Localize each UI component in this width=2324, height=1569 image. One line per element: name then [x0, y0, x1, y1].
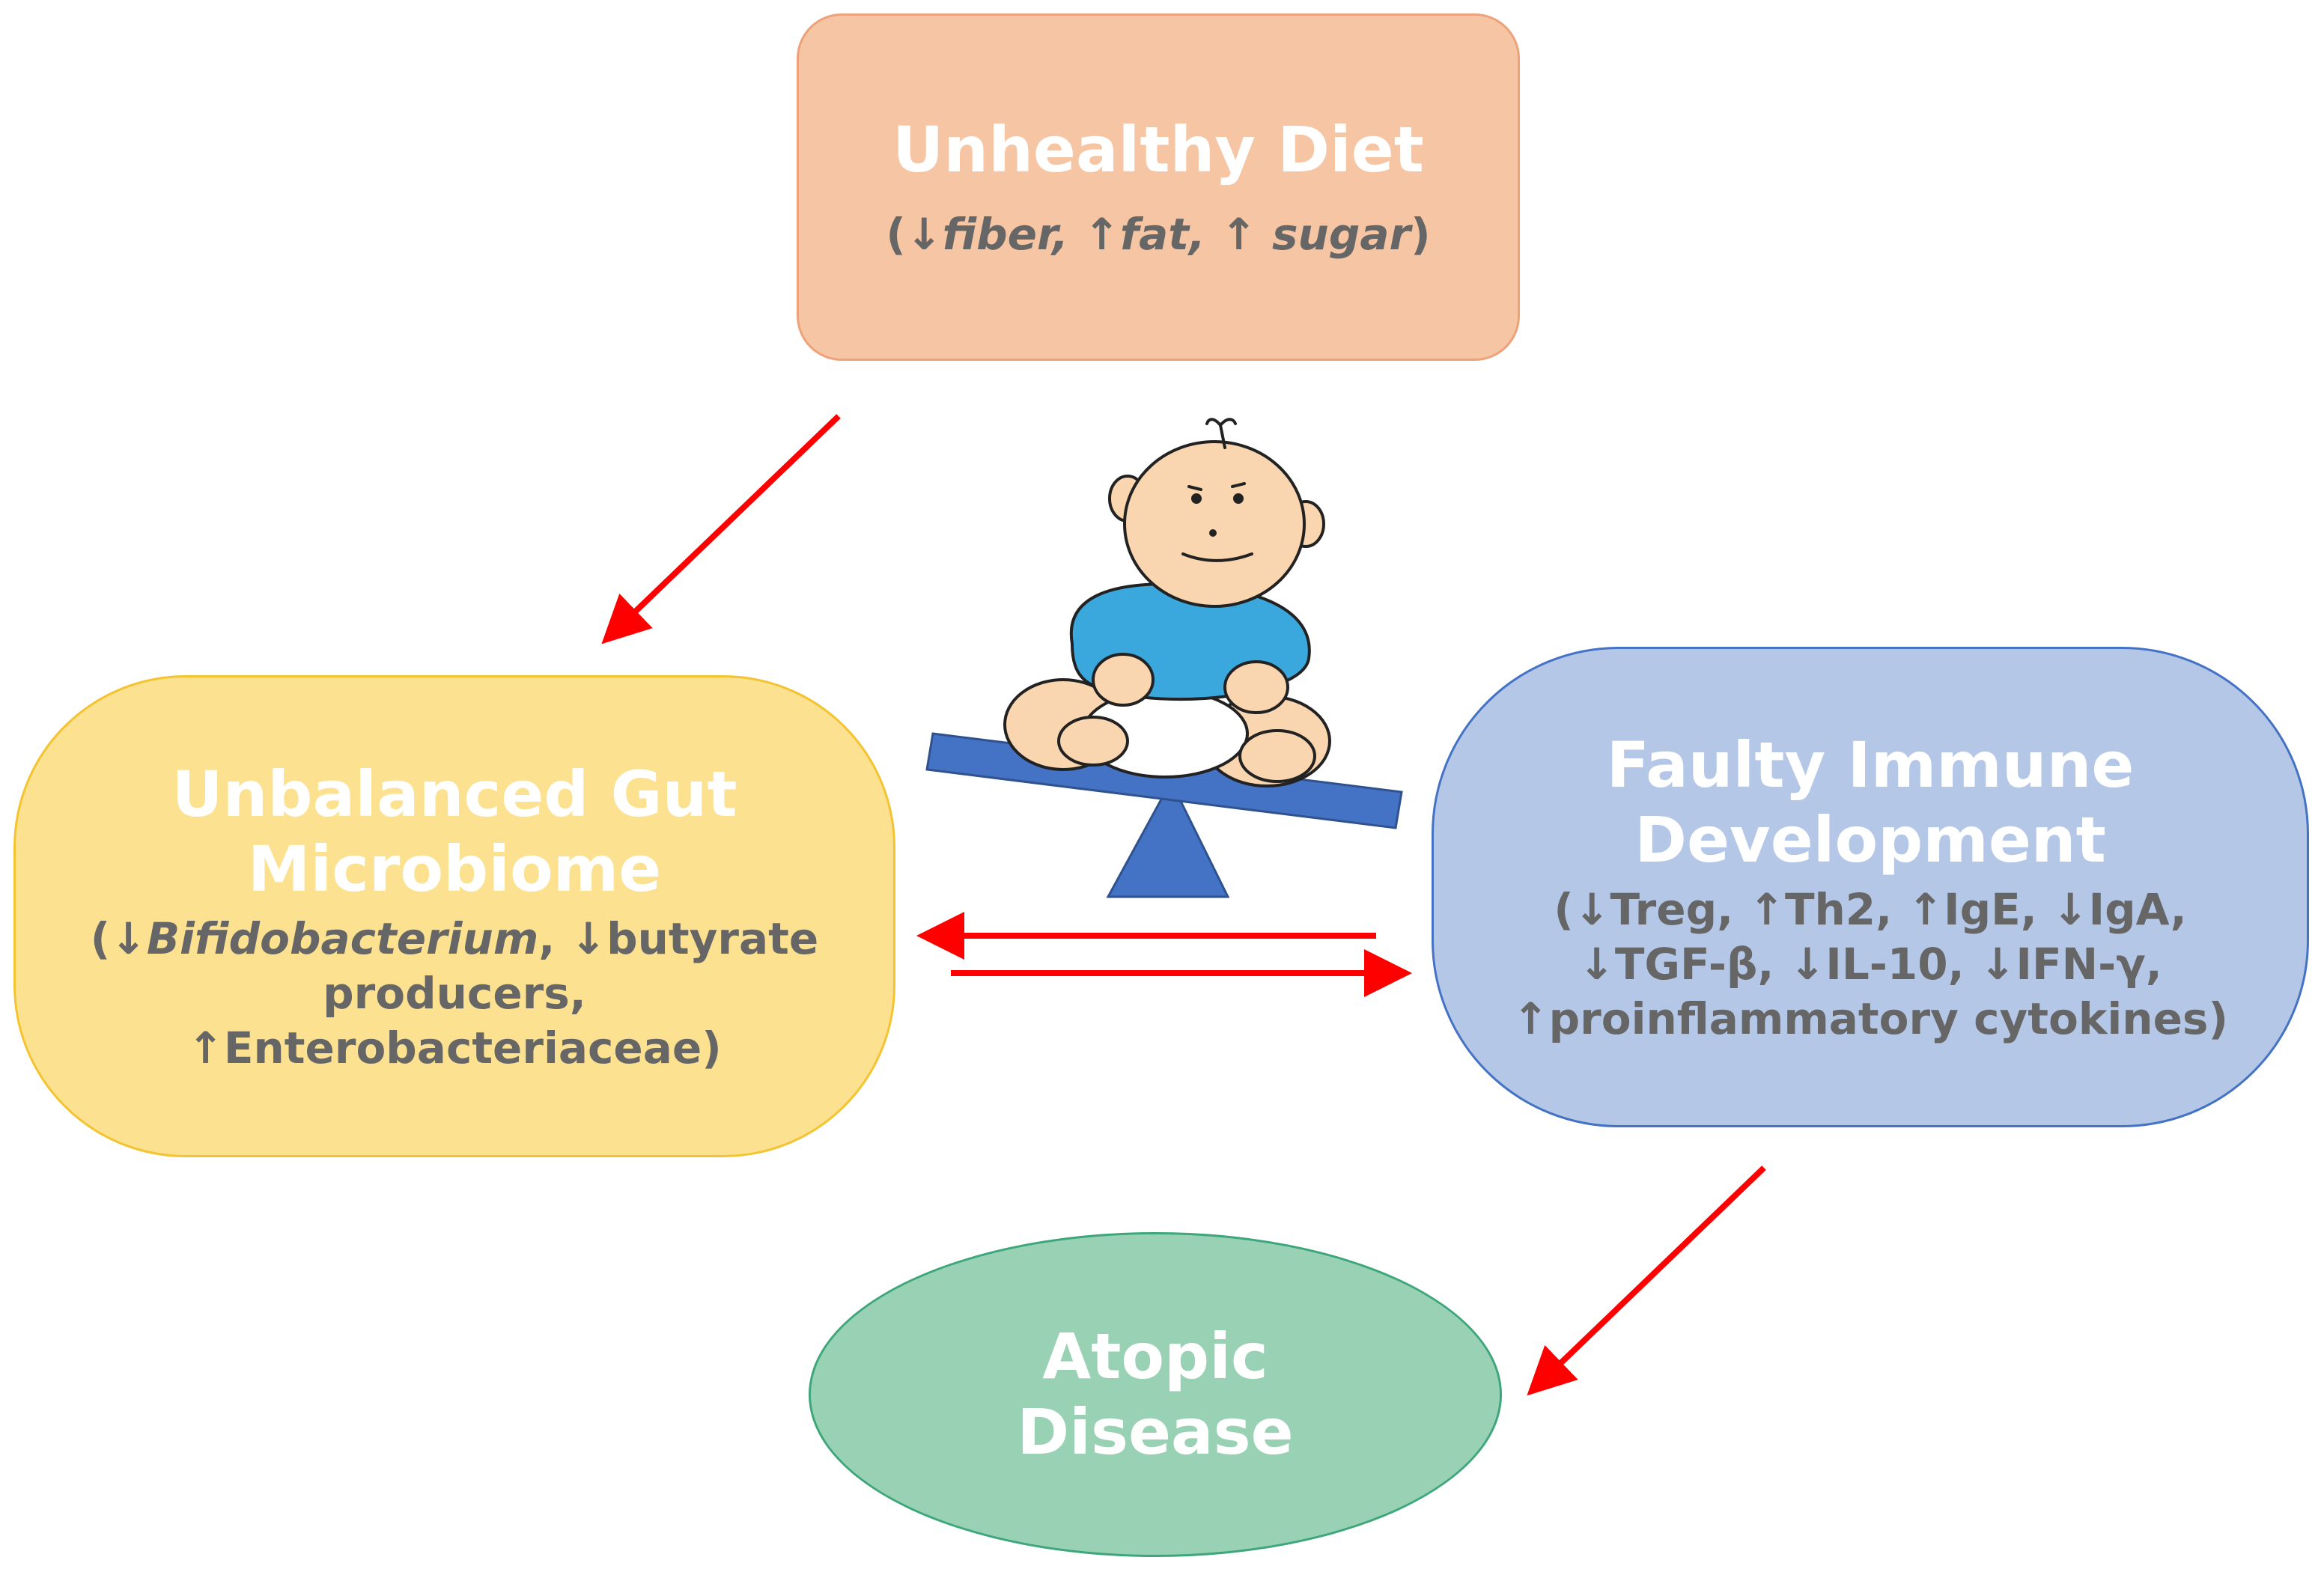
node-title: Unbalanced Gut Microbiome [171, 757, 737, 908]
baby-icon [1003, 418, 1331, 787]
node-faulty-immune-development: Faulty Immune Development (↓Treg, ↑Th2, … [1432, 647, 2309, 1127]
node-detail: (↓fiber, ↑fat, ↑ sugar) [886, 207, 1430, 262]
detail-part: ↑ [1068, 208, 1120, 260]
node-title: Faulty Immune Development [1607, 728, 2135, 879]
node-title-line: Unbalanced Gut [171, 757, 737, 831]
detail-part: fiber, [942, 208, 1069, 260]
node-title-line: Atopic [1042, 1320, 1268, 1394]
detail-part: ) [1411, 208, 1431, 260]
detail-part: ↑ [1205, 208, 1273, 260]
arrow-diet-to-gut [601, 414, 841, 645]
node-detail-line: (↓Bifidobacterium, ↓butyrate [91, 912, 819, 966]
detail-italic: Bifidobacterium [146, 913, 539, 965]
node-atopic-disease: Atopic Disease [809, 1232, 1502, 1557]
detail-part: fat, [1119, 208, 1206, 260]
node-title-line: Faulty Immune [1606, 728, 2135, 802]
node-title-line: Disease [1017, 1395, 1294, 1469]
node-title-line: Development [1634, 803, 2106, 877]
node-unhealthy-diet: Unhealthy Diet (↓fiber, ↑fat, ↑ sugar) [797, 13, 1520, 361]
node-unbalanced-gut-microbiome: Unbalanced Gut Microbiome (↓Bifidobacter… [13, 675, 895, 1157]
arrow-immune-to-atopic [1527, 1166, 1766, 1396]
seesaw-icon [925, 732, 1403, 898]
detail-part: (↓ [886, 208, 943, 260]
node-title: Unhealthy Diet [892, 113, 1424, 187]
detail-prefix: (↓ [90, 913, 147, 965]
detail-suffix: , ↓butyrate [538, 913, 819, 965]
node-detail: (↓Bifidobacterium, ↓butyrate producers, … [91, 912, 819, 1076]
node-detail: (↓Treg, ↑Th2, ↑IgE, ↓IgA, ↓TGF-β, ↓IL-10… [1512, 883, 2228, 1046]
node-detail-line: ↑Enterobacteriaceae) [187, 1023, 722, 1074]
node-title: Atopic Disease [1017, 1319, 1293, 1470]
node-detail-line: ↑proinflammatory cytokines) [1512, 993, 2228, 1045]
node-detail-line: producers, [323, 968, 586, 1020]
node-detail-line: ↓TGF-β, ↓IL-10, ↓IFN-γ, [1578, 939, 2162, 990]
node-title-line: Microbiome [247, 832, 662, 907]
detail-part: sugar [1272, 208, 1411, 260]
node-detail-line: (↓Treg, ↑Th2, ↑IgE, ↓IgA, [1554, 884, 2187, 936]
